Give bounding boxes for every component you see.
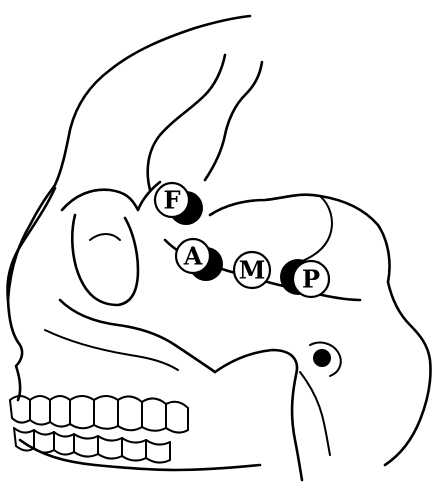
occipital-outline	[385, 282, 431, 465]
orbit-rim	[72, 215, 138, 305]
upper-teeth	[10, 396, 188, 433]
marker-a: A	[176, 239, 223, 281]
orbit-inner	[90, 234, 120, 240]
marker-p-label: P	[302, 265, 320, 294]
styloid-process	[300, 372, 330, 455]
mandible-body	[20, 440, 260, 470]
ear-canal	[313, 349, 331, 367]
mandible-ramus	[215, 350, 302, 480]
marker-m-label: M	[239, 256, 266, 285]
marker-p: P	[280, 259, 329, 297]
marker-a-label: A	[183, 242, 203, 271]
marker-f: F	[155, 183, 203, 225]
marker-m: M	[234, 252, 270, 288]
orbit-upper	[62, 182, 160, 210]
temporal-squama	[300, 196, 332, 262]
lower-teeth	[14, 428, 170, 463]
marker-f-label: F	[163, 186, 180, 215]
frontal-suture	[148, 55, 225, 190]
temporal-line	[205, 62, 262, 180]
maxilla-outline	[60, 300, 215, 372]
